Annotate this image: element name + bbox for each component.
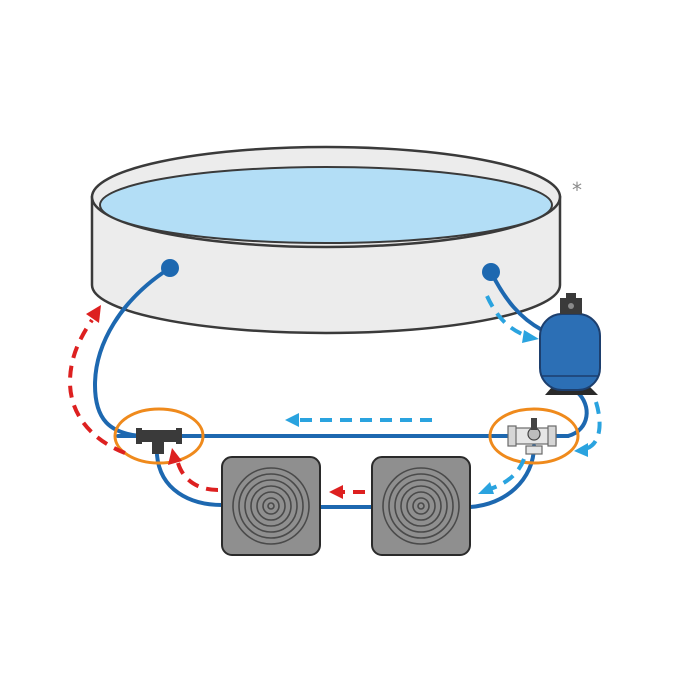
- tee-highlight-ring: [113, 407, 205, 465]
- warm-flow-to-pool: [67, 318, 126, 455]
- cold-arrowhead-valve-to-collector: [478, 482, 494, 494]
- filter-tank: [539, 313, 601, 391]
- footnote-asterisk: *: [572, 178, 582, 202]
- warm-arrowhead-collector-link: [329, 485, 343, 499]
- pool: [90, 145, 562, 335]
- solar-collector-2: [371, 456, 471, 556]
- warm-flow-collector-to-tee: [176, 462, 219, 492]
- warm-arrowhead-to-pool: [86, 305, 101, 323]
- pipe-valve-to-collector-2: [468, 444, 536, 509]
- cold-flow-arrows: [298, 295, 602, 491]
- cold-flow-filter-to-valve: [584, 401, 602, 451]
- cold-flow-valve-to-collector: [489, 458, 526, 491]
- pipe-filter-to-valve: [566, 390, 589, 438]
- bypass-valve: [507, 418, 557, 455]
- tee-connector: [136, 428, 182, 454]
- cold-arrowhead-filter-to-valve: [574, 443, 588, 457]
- warm-flow-arrows: [67, 318, 365, 494]
- warm-arrowhead-collector-to-tee: [168, 448, 182, 465]
- pool-water: [99, 166, 553, 244]
- pool-outlet-fitting: [482, 263, 500, 281]
- pipe-return-to-pool: [92, 266, 172, 438]
- valve-highlight-ring: [488, 407, 580, 465]
- cold-flow-pool-to-filter: [485, 295, 528, 338]
- cold-arrowhead-pool-to-filter: [522, 330, 539, 343]
- sand-filter-pump: [539, 293, 601, 395]
- cold-arrowhead-top: [285, 413, 299, 427]
- pipe-collector-1-to-tee: [155, 453, 224, 507]
- solar-collector-1: [221, 456, 321, 556]
- pool-inlet-fitting: [161, 259, 179, 277]
- pipes: [92, 266, 589, 509]
